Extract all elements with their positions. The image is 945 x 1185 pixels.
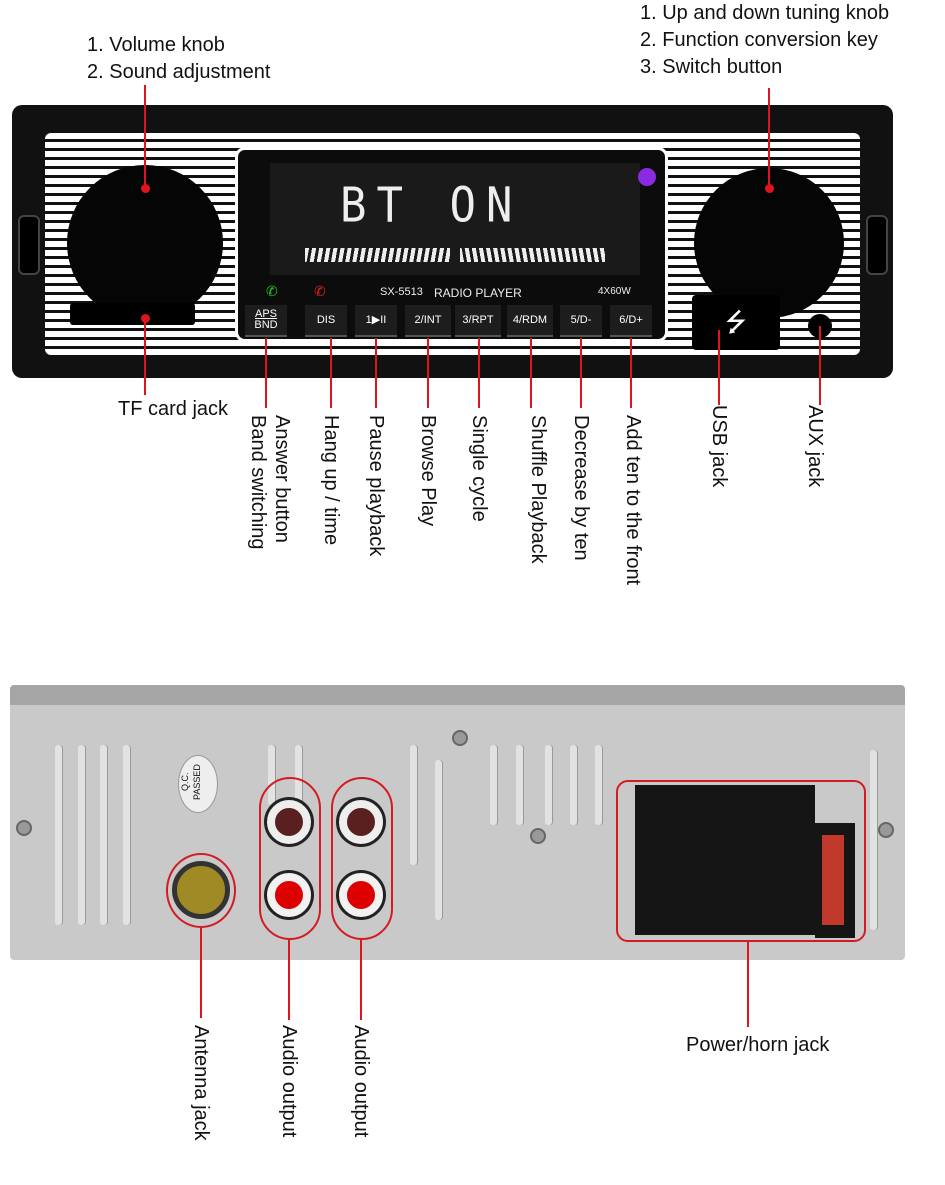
decrease-button[interactable]: 5/D- [560,305,602,337]
label-aux-jack: AUX jack [804,405,826,488]
label-browse-play: Browse Play [417,415,439,527]
pointer-line [819,326,821,405]
fuse [822,835,844,925]
qc-sticker: Q.C. PASSED [178,755,218,813]
pointer-line [630,338,632,408]
rca-white-left[interactable] [267,800,311,844]
rca-red-right[interactable] [339,873,383,917]
vent-slot [595,745,602,825]
pointer-line [530,338,532,408]
level-bar-left [305,248,450,262]
pointer-line [747,942,749,1027]
label-band-switching: Band switching [247,415,269,550]
pointer-line [288,940,290,1020]
vent-slot [435,760,442,920]
lcd-text: BT ON [340,177,523,234]
tf-card-slot[interactable] [70,303,195,325]
label-single-cycle: Single cycle [468,415,490,522]
label-power-horn-jack: Power/horn jack [686,1034,830,1056]
label-switch-button: 3. Switch button [640,56,783,78]
audio-output-2-highlight [331,777,393,940]
pointer-line [330,338,332,408]
increase-button[interactable]: 6/D+ [610,305,652,337]
radio-player-text: RADIO PLAYER [434,286,522,300]
label-tuning-knob: 1. Up and down tuning knob [640,2,890,24]
label-audio-output-1: Audio output [278,1025,300,1138]
answer-phone-icon: ✆ [266,283,278,299]
vent-slot [295,745,302,805]
power-rating-text: 4X60W [598,286,631,297]
screw [452,730,468,746]
pointer-line [144,85,146,188]
pointer-line [478,338,480,408]
rpt-button[interactable]: 3/RPT [455,305,501,337]
pointer-line [200,928,202,1018]
right-bracket [866,215,888,275]
indicator-light [638,168,656,186]
pointer-line [360,940,362,1020]
label-pause-playback: Pause playback [365,415,387,557]
screw [530,828,546,844]
aps-label: APS [254,308,277,320]
pointer-line [144,318,146,395]
label-hang-up: Hang up / time [320,415,342,546]
label-antenna-jack: Antenna jack [190,1025,212,1141]
label-decrease-by-ten: Decrease by ten [570,415,592,561]
screw [16,820,32,836]
pointer-line [375,338,377,408]
pointer-line [427,338,429,408]
usb-icon: ⭍ [725,307,747,337]
power-connector-highlight [616,780,866,942]
label-sound-adjustment: 2. Sound adjustment [87,61,271,83]
antenna-jack[interactable] [172,861,230,919]
pointer-dot [765,184,774,193]
vent-slot [100,745,107,925]
pointer-line [265,338,267,408]
vent-slot [490,745,497,825]
rca-white-right[interactable] [339,800,383,844]
pointer-dot [141,184,150,193]
vent-slot [410,745,417,865]
play-pause-button[interactable]: 1▶II [355,305,397,337]
label-add-ten: Add ten to the front [622,415,644,586]
left-bracket [18,215,40,275]
label-volume-knob: 1. Volume knob [87,34,225,56]
tuning-knob[interactable] [694,168,844,318]
label-shuffle-playback: Shuffle Playback [527,415,549,564]
level-bar-right [460,248,605,262]
vent-slot [516,745,523,825]
label-tf-card-jack: TF card jack [118,398,229,420]
hangup-phone-icon: ✆ [314,283,326,299]
vent-slot [268,745,275,805]
pointer-dot [141,314,150,323]
label-function-key: 2. Function conversion key [640,29,878,51]
label-answer-button: Answer button [271,415,293,543]
pointer-line [768,88,770,188]
vent-slot [570,745,577,825]
label-usb-jack: USB jack [708,405,730,488]
audio-output-1-highlight [259,777,321,940]
int-button[interactable]: 2/INT [405,305,451,337]
vent-slot [123,745,130,925]
antenna-highlight [166,853,236,928]
usb-port[interactable]: ⭍ [692,295,780,350]
model-text: SX-5513 [380,286,423,298]
rca-red-left[interactable] [267,873,311,917]
vent-slot [545,745,552,825]
vent-slot [870,750,877,930]
dis-button[interactable]: DIS [305,305,347,337]
iso-connector[interactable] [635,785,815,935]
screw [878,822,894,838]
vent-slot [78,745,85,925]
pointer-line [580,338,582,408]
rdm-button[interactable]: 4/RDM [507,305,553,337]
bnd-label: BND [254,319,278,331]
pointer-line [718,330,720,405]
label-audio-output-2: Audio output [350,1025,372,1138]
vent-slot [55,745,62,925]
